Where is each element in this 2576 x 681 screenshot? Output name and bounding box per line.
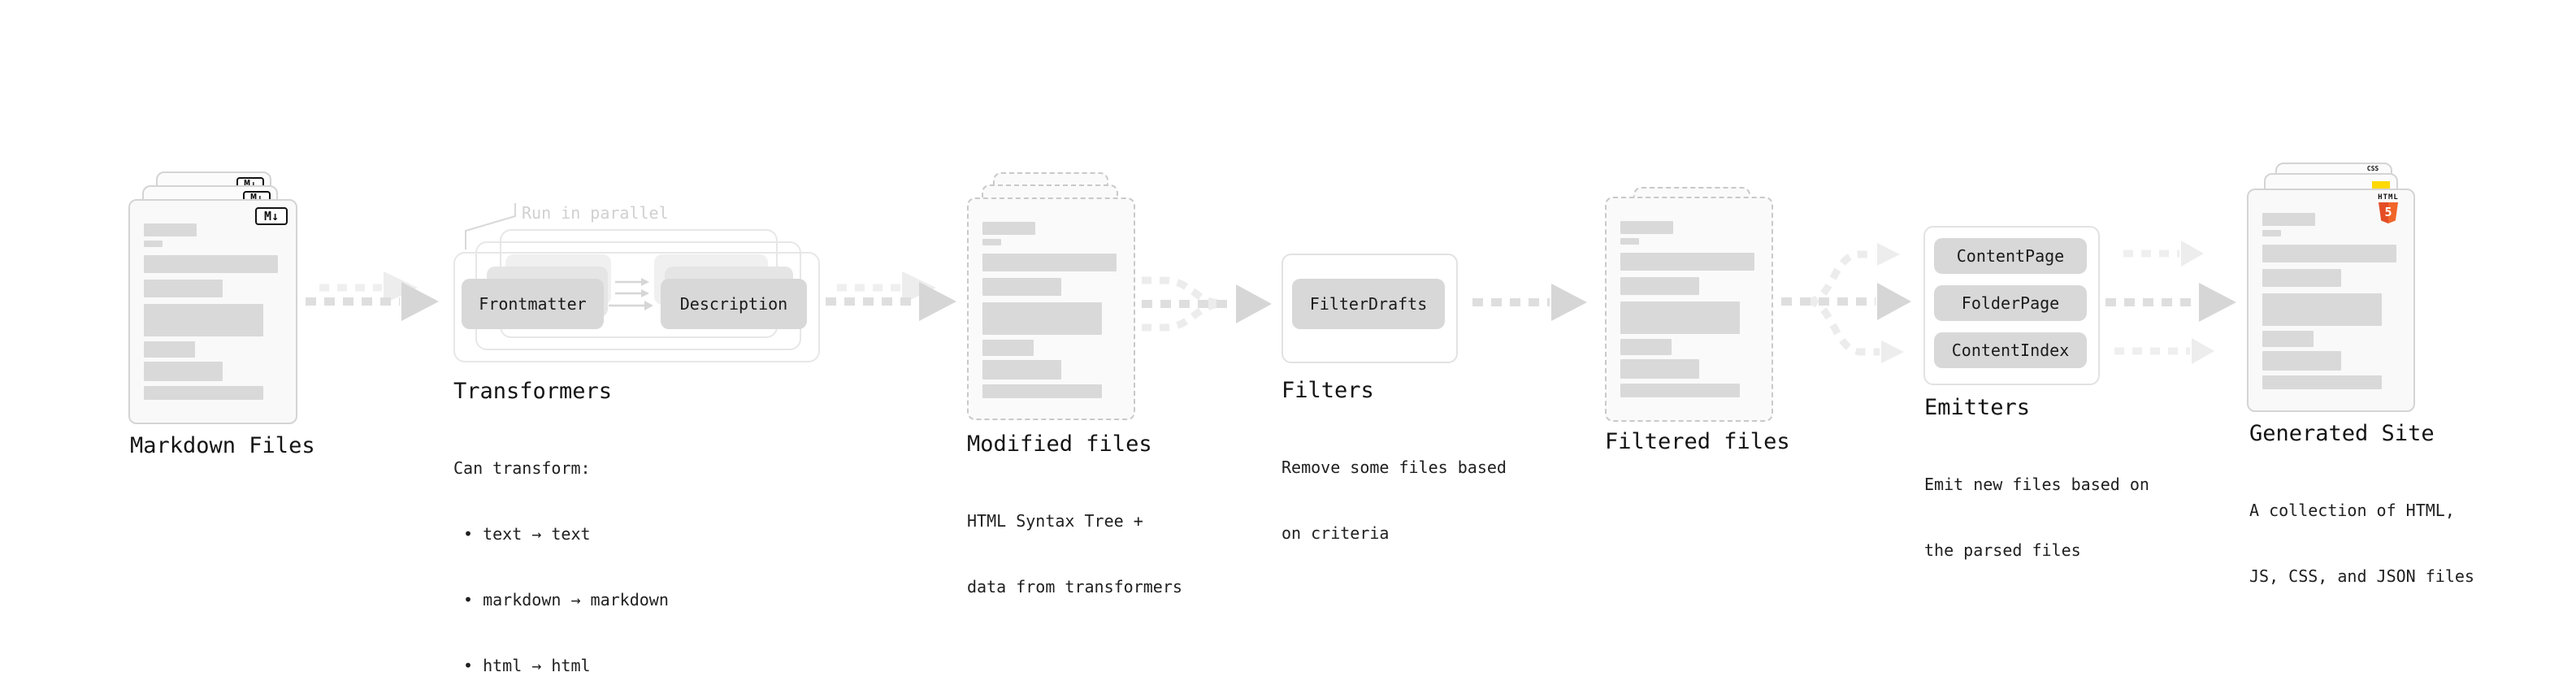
js-icon xyxy=(2372,181,2390,190)
emitter-contentindex-box: ContentIndex xyxy=(1934,332,2087,368)
modified-files-description: HTML Syntax Tree + data from transformer… xyxy=(967,511,1182,596)
markdown-badge-icon: M↓ xyxy=(255,207,288,225)
arrow-filters-to-filtered xyxy=(1472,284,1587,321)
markdown-file-front: M↓ xyxy=(128,199,297,424)
arrow-filtered-to-emitters xyxy=(1781,243,1911,363)
doc-content-lines xyxy=(1620,221,1754,397)
filtered-files-title: Filtered files xyxy=(1605,429,1790,454)
run-in-parallel-annotation: Run in parallel xyxy=(522,203,669,223)
emitter-contentpage-box: ContentPage xyxy=(1934,238,2087,274)
filtered-file-front xyxy=(1605,197,1773,422)
transformers-description: Can transform: • text → text • markdown … xyxy=(453,458,669,675)
html5-icon: HTML 5 xyxy=(2374,193,2402,223)
arrow-modified-to-filters xyxy=(1142,276,1272,332)
emitter-folderpage-box: FolderPage xyxy=(1934,285,2087,321)
filters-title: Filters xyxy=(1281,378,1374,403)
filterdrafts-box: FilterDrafts xyxy=(1292,279,1445,329)
doc-content-lines xyxy=(982,222,1117,398)
transformers-title: Transformers xyxy=(453,379,613,404)
frontmatter-box: Frontmatter xyxy=(462,279,604,329)
generated-site-title: Generated Site xyxy=(2249,421,2435,446)
emitters-description: Emit new files based on the parsed files xyxy=(1924,475,2149,560)
modified-files-title: Modified files xyxy=(967,432,1152,457)
modified-file-front xyxy=(967,197,1135,420)
doc-content-lines xyxy=(144,223,278,400)
markdown-files-title: Markdown Files xyxy=(130,433,315,458)
arrow-emitters-to-generated xyxy=(2105,241,2236,364)
transformer-outline-front xyxy=(453,252,820,362)
generated-file-html: HTML 5 xyxy=(2247,189,2415,412)
arrow-markdown-to-transformers xyxy=(306,271,439,321)
filters-description: Remove some files based on criteria xyxy=(1281,458,1507,543)
emitters-title: Emitters xyxy=(1924,395,2031,420)
generated-site-description: A collection of HTML, JS, CSS, and JSON … xyxy=(2249,501,2474,586)
doc-content-lines xyxy=(2262,213,2396,389)
description-box: Description xyxy=(661,279,807,329)
arrow-transformers-to-modified xyxy=(826,271,956,321)
